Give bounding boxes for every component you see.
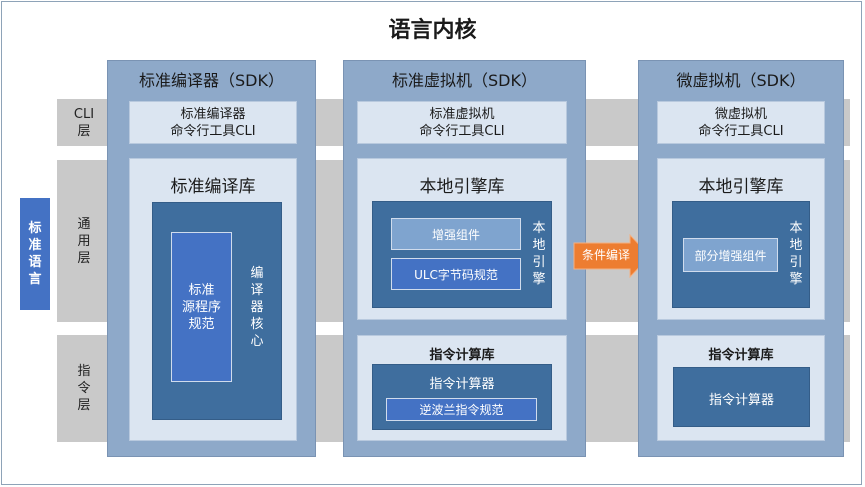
vm-cli-line2: 命令行工具CLI — [419, 123, 505, 139]
source-spec-line3: 规范 — [188, 316, 215, 332]
enhance-component: 增强组件 — [391, 218, 521, 250]
vm-engine-label: 本地引擎 — [527, 205, 551, 303]
micro-calc-library-title: 指令计算库 — [708, 348, 774, 363]
compiler-title: 标准编译器（SDK） — [139, 71, 284, 90]
micro-engine-library-title: 本地引擎库 — [698, 177, 784, 197]
rpn-instruction-spec: 逆波兰指令规范 — [386, 398, 537, 421]
source-spec-line2: 源程序 — [181, 299, 221, 315]
compiler-library-title: 标准编译库 — [170, 177, 256, 197]
vm-cli-line1: 标准虚拟机 — [429, 106, 495, 122]
micro-calc-block — [673, 367, 810, 427]
vm-calc-library-title: 指令计算库 — [429, 348, 495, 363]
compiler-core-label: 编译器核心 — [243, 232, 271, 382]
layer-label-common: 通用层 — [67, 160, 101, 322]
vm-cli-panel: 标准虚拟机 命令行工具CLI — [357, 101, 567, 144]
vm-title: 标准虚拟机（SDK） — [392, 71, 537, 90]
compiler-core-label-text: 编译器核心 — [250, 265, 264, 349]
vm-engine-library-title: 本地引擎库 — [419, 177, 505, 197]
vm-calc-title: 指令计算器 — [429, 377, 495, 392]
micro-engine-label-text: 本地引擎 — [789, 221, 803, 287]
ulc-bytecode-spec: ULC字节码规范 — [391, 258, 521, 290]
layer-label-common-text: 通用层 — [77, 216, 91, 266]
micro-cli-line2: 命令行工具CLI — [698, 123, 784, 139]
vm-engine-label-text: 本地引擎 — [532, 221, 546, 287]
micro-calc-title: 指令计算器 — [708, 393, 774, 408]
layer-label-instruction-text: 指令层 — [77, 364, 91, 413]
layer-label-instruction: 指令层 — [67, 335, 101, 442]
standard-language-text: 标准语言 — [28, 221, 42, 287]
micro-engine-label: 本地引擎 — [784, 205, 808, 303]
micro-cli-line1: 微虚拟机 — [714, 106, 767, 122]
micro-cli-panel: 微虚拟机 命令行工具CLI — [657, 101, 825, 144]
conditional-compile-label: 条件编译 — [581, 248, 630, 262]
standard-language-block: 标准语言 — [20, 198, 50, 310]
compiler-cli-line2: 命令行工具CLI — [170, 123, 256, 139]
layer-label-cli-text: CLI层 — [73, 106, 95, 139]
compiler-cli-line1: 标准编译器 — [180, 106, 246, 122]
partial-enhance-component: 部分增强组件 — [683, 238, 778, 272]
source-spec-line1: 标准 — [188, 282, 215, 298]
diagram-title: 语言内核 — [388, 18, 477, 43]
micro-title: 微虚拟机（SDK） — [676, 71, 806, 90]
compiler-cli-panel: 标准编译器 命令行工具CLI — [129, 101, 297, 144]
standard-source-spec: 标准 源程序 规范 — [171, 232, 232, 382]
layer-label-cli: CLI层 — [67, 99, 101, 146]
